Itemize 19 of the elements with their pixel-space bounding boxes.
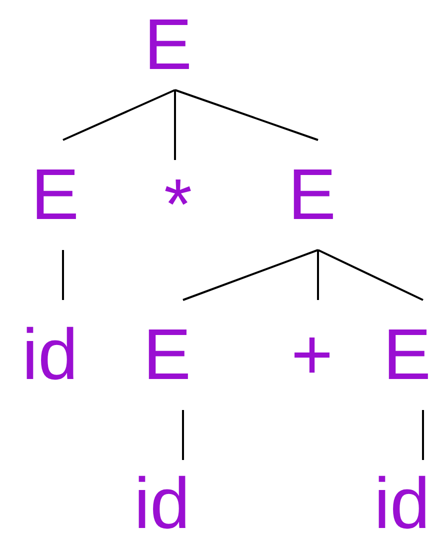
grammar-symbol: id	[134, 468, 190, 540]
grammar-symbol: *	[164, 169, 192, 241]
tree-edge	[317, 250, 319, 300]
tree-edge	[174, 89, 318, 141]
grammar-symbol: E	[30, 159, 80, 231]
grammar-symbol: E	[144, 9, 192, 81]
grammar-symbol: id	[22, 319, 78, 391]
grammar-symbol: E	[142, 319, 192, 391]
tree-edge	[174, 90, 176, 160]
tree-edge	[182, 249, 318, 301]
grammar-symbol: E	[382, 319, 432, 391]
tree-edge	[318, 249, 424, 301]
tree-edge	[182, 410, 184, 460]
tree-edge	[62, 89, 176, 141]
grammar-symbol: E	[288, 159, 336, 231]
grammar-symbol: id	[374, 468, 430, 540]
grammar-symbol: +	[290, 319, 334, 391]
tree-edge	[422, 410, 424, 460]
tree-edge	[62, 250, 64, 300]
